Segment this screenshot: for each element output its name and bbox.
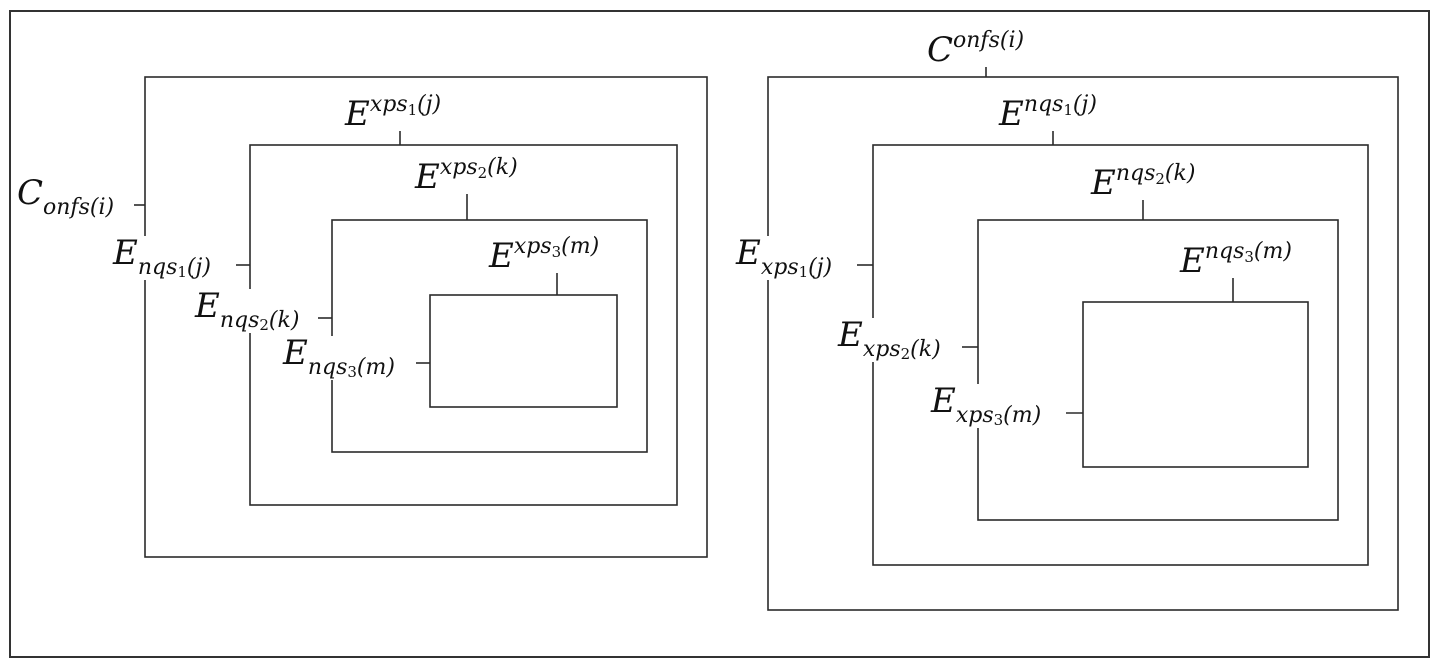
left-box-level-3 — [429, 294, 618, 408]
right-box-level-2 — [977, 219, 1339, 521]
label-right-n1: Enqs1(j) — [998, 92, 1098, 134]
label-right-c: Confs(i) — [926, 28, 1026, 70]
label-left-e3: Enqs3(m) — [282, 333, 396, 381]
left-box-level-0 — [144, 76, 708, 558]
label-right-n3: Enqs3(m) — [1179, 239, 1293, 281]
right-box-level-1 — [872, 144, 1369, 566]
label-left-c: Confs(i) — [16, 173, 116, 220]
right-box-level-0 — [767, 76, 1399, 611]
label-left-e1: Enqs1(j) — [112, 233, 212, 281]
label-right-n2: Enqs2(k) — [1090, 161, 1197, 203]
left-box-level-1 — [249, 144, 678, 506]
right-box-level-3 — [1082, 301, 1309, 468]
outer-frame — [9, 10, 1430, 658]
label-right-x3: Exps3(m) — [930, 381, 1043, 429]
label-right-x1: Exps1(j) — [735, 233, 834, 281]
label-left-x1: Exps1(j) — [344, 92, 443, 134]
label-left-e2: Enqs2(k) — [194, 286, 301, 334]
label-left-x2: Exps2(k) — [414, 155, 519, 197]
label-right-x2: Exps2(k) — [837, 315, 942, 363]
label-left-x3: Exps3(m) — [488, 234, 601, 276]
